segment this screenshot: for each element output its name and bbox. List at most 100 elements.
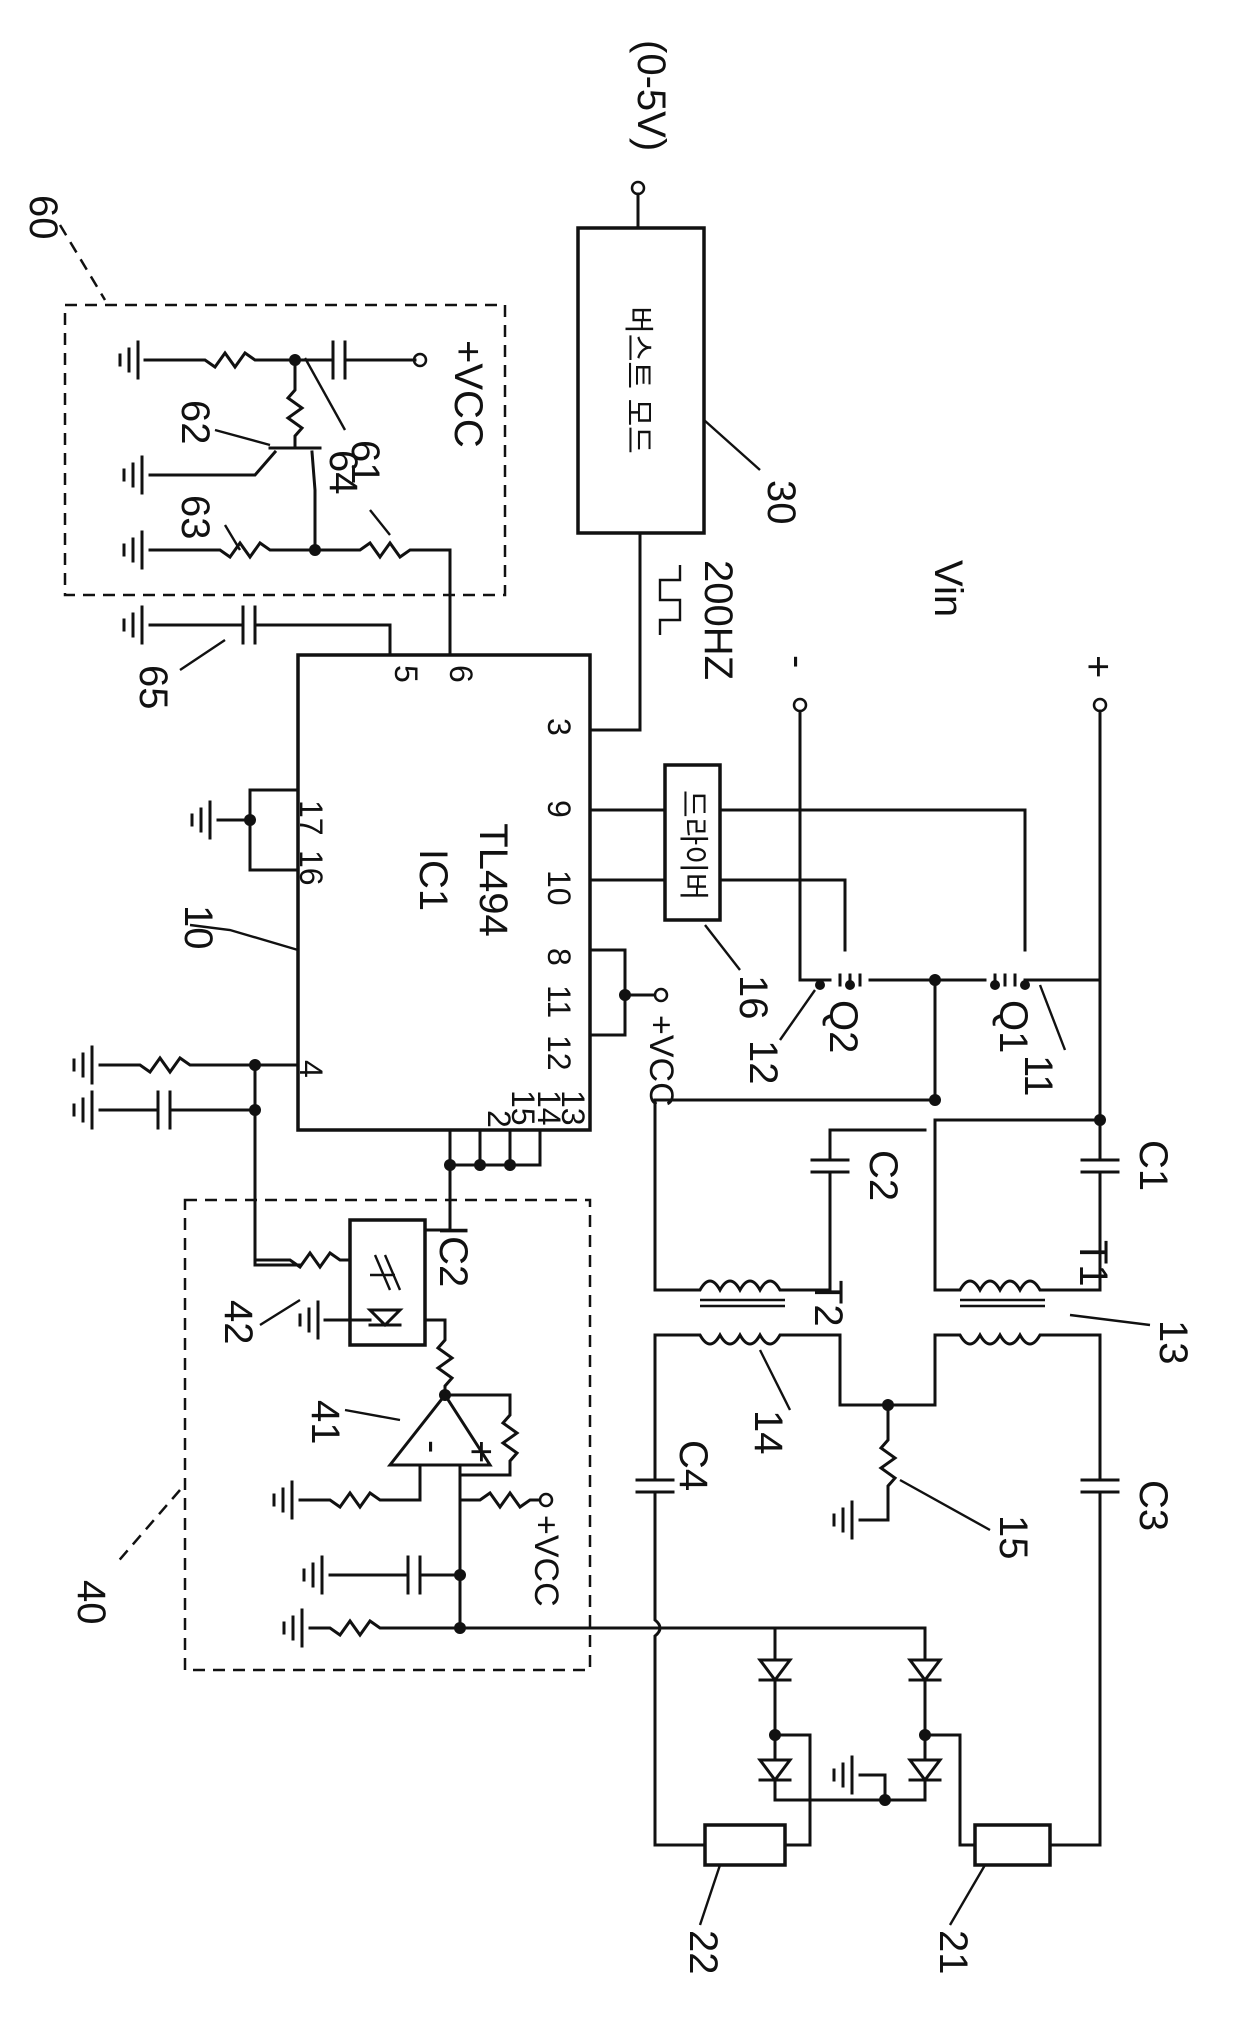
pin-11: 11	[541, 985, 577, 1018]
resistor-sense	[310, 1621, 460, 1635]
pin-4: 4	[293, 1060, 329, 1078]
ref-63-label: 63	[173, 495, 217, 540]
q2-label: Q2	[821, 1000, 865, 1053]
lamp-22	[705, 1825, 785, 1865]
c1-label: C1	[1131, 1140, 1175, 1191]
resistor-base	[288, 360, 302, 448]
block-60: 60 +VCC 61 62 64 63 65	[21, 195, 505, 710]
lamp-21	[975, 1825, 1050, 1865]
transformer-stage: C1 C2 T1 13 T2 14 15 C3 C4	[637, 1100, 1195, 1845]
ic2-label: IC2	[431, 1225, 475, 1287]
t1-label: T1	[1071, 1240, 1115, 1287]
pin-5: 5	[388, 665, 424, 683]
ref-62-label: 62	[173, 400, 217, 445]
capacitor-filter	[330, 1557, 460, 1593]
pulse-symbol	[660, 565, 680, 635]
leader-30	[704, 420, 760, 470]
driver-label: 드라이버	[675, 790, 710, 900]
ground-icon	[274, 1482, 292, 1518]
block-40: 40 IC2 42 - + 41 +VCC	[69, 1165, 590, 1670]
ground-icon	[834, 1502, 852, 1538]
resistor-minus	[300, 1465, 420, 1507]
c3-label: C3	[1131, 1480, 1175, 1531]
burst-mode-label: 버스트 모드	[620, 306, 655, 454]
vin-plus-label: +	[1076, 655, 1120, 678]
ic1-part-label: TL494	[471, 823, 515, 936]
diode	[910, 1760, 940, 1780]
ground-icon	[120, 342, 138, 378]
pin-16: 16	[293, 850, 329, 886]
ground-icon	[834, 1757, 852, 1793]
diode	[760, 1760, 790, 1780]
ref-11-label: 11	[1016, 1055, 1060, 1097]
resistor-15	[860, 1405, 895, 1520]
ref-13-label: 13	[1151, 1320, 1195, 1365]
pin-2: 2	[481, 1110, 517, 1128]
vcc-label-ic1: +VCC	[642, 1015, 680, 1107]
pin16-17-wire	[250, 790, 298, 870]
c2-label: C2	[861, 1150, 905, 1201]
transformer-t1: T1 13	[935, 1240, 1195, 1480]
freq-label: 200HZ	[696, 560, 740, 680]
ref-22-label: 22	[681, 1930, 725, 1975]
resistor-64	[315, 543, 450, 655]
opamp-plus-label: +	[459, 1440, 503, 1463]
q1-label: Q1	[991, 1000, 1035, 1053]
ref-15-label: 15	[991, 1515, 1035, 1560]
ref-65-label: 65	[131, 665, 175, 710]
diode	[760, 1660, 790, 1680]
resistor-63	[150, 543, 315, 557]
ref-41-label: 41	[303, 1400, 347, 1445]
opamp-minus-label: -	[411, 1440, 455, 1453]
pin-3: 3	[541, 718, 577, 736]
capacitor-c4	[637, 1335, 705, 1845]
leader-60	[60, 225, 105, 300]
ref-16-label: 16	[731, 975, 775, 1020]
ref-14-label: 14	[746, 1410, 790, 1455]
ground-icon	[192, 802, 210, 838]
ref-10-label: 10	[176, 905, 220, 950]
resistor-led	[425, 1320, 452, 1395]
ref-12-label: 12	[741, 1040, 785, 1085]
ref-30-label: 30	[759, 480, 803, 525]
ref-64-label: 64	[321, 450, 365, 495]
pin-12: 12	[541, 1035, 577, 1071]
ground-icon	[74, 1092, 92, 1128]
ground-icon	[124, 457, 142, 493]
input-terminal	[632, 182, 644, 194]
ground-icon	[124, 532, 142, 568]
pin-8: 8	[541, 948, 577, 966]
input-voltage-label: (0-5V)	[629, 40, 673, 151]
output-stage: 21 22	[460, 1628, 1050, 1975]
ground-icon	[300, 1302, 318, 1338]
pin-6: 6	[443, 665, 479, 683]
ref-42-label: 42	[216, 1300, 260, 1345]
pin-10: 10	[541, 870, 577, 906]
pin2-15-14-13-wire	[450, 1130, 540, 1165]
ground-icon	[74, 1047, 92, 1083]
ref-60-label: 60	[21, 195, 65, 240]
capacitor-pin4	[100, 1092, 255, 1128]
ground-icon	[304, 1557, 322, 1593]
vcc-label-60: +VCC	[446, 340, 490, 448]
burst-output-wire	[590, 533, 640, 730]
t2-label: T2	[806, 1280, 850, 1327]
ground-icon	[124, 607, 142, 643]
burst-mode-block: 버스트 모드 (0-5V) 30 200HZ Vin	[578, 40, 970, 730]
ref-21-label: 21	[931, 1930, 975, 1975]
pin-9: 9	[541, 800, 577, 818]
ic1-name-label: IC1	[411, 849, 455, 911]
capacitor-c3	[1050, 1480, 1118, 1845]
vin-minus-label: -	[776, 655, 820, 668]
vcc-label-40: +VCC	[527, 1515, 565, 1607]
resistor-pin4	[100, 1058, 255, 1072]
ground-icon	[284, 1610, 302, 1646]
transformer-t2: T2 14	[655, 1280, 850, 1455]
vin-label: Vin	[926, 560, 970, 617]
resistor-plus	[460, 1465, 540, 1507]
resistor-bias	[145, 353, 295, 367]
capacitor-65	[150, 607, 390, 655]
pin-17: 17	[293, 800, 329, 836]
ref-40-label: 40	[69, 1580, 113, 1625]
